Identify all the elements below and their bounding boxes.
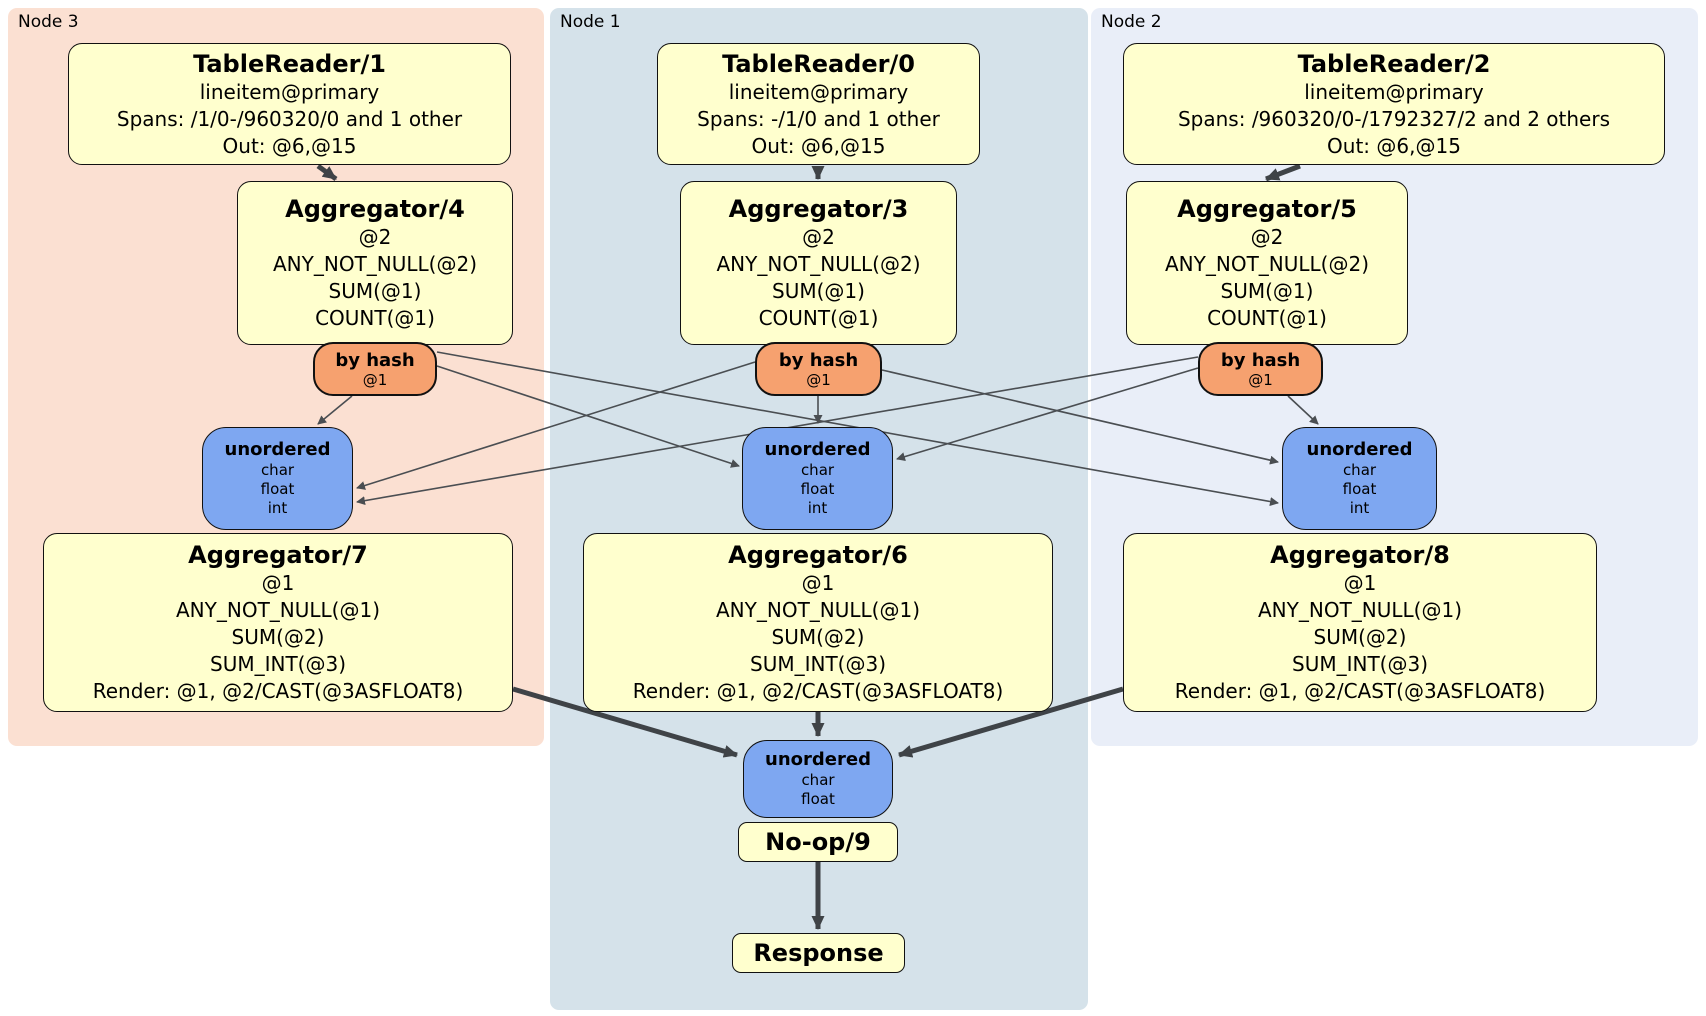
edge-tr1-agg4 <box>316 163 338 182</box>
edge-hash1-sync2 <box>881 369 1279 465</box>
processor-spans: Spans: /1/0-/960320/0 and 1 other <box>116 106 463 131</box>
agg-group-col: @1 <box>801 571 835 595</box>
agg-fn: SUM(@1) <box>772 279 865 303</box>
agg-render: Render: @1, @2/CAST(@3ASFLOAT8) <box>1174 679 1546 703</box>
router-col: @1 <box>362 370 388 389</box>
unordered-sync-node3: unordered char float int <box>202 427 353 530</box>
unordered-sync-node2: unordered char float int <box>1282 427 1437 530</box>
agg-fn: ANY_NOT_NULL(@2) <box>273 252 477 276</box>
processor-out: Out: @6,@15 <box>222 133 357 158</box>
processor-title: Response <box>753 939 884 967</box>
aggregator-4-box: Aggregator/4 @2 ANY_NOT_NULL(@2) SUM(@1)… <box>237 181 513 345</box>
aggregator-3-box: Aggregator/3 @2 ANY_NOT_NULL(@2) SUM(@1)… <box>680 181 957 345</box>
aggregator-7-box: Aggregator/7 @1 ANY_NOT_NULL(@1) SUM(@2)… <box>43 533 513 712</box>
processor-title: TableReader/0 <box>722 49 915 78</box>
agg-fn: COUNT(@1) <box>315 306 435 330</box>
agg-fn: ANY_NOT_NULL(@1) <box>716 598 920 622</box>
sync-stream: float <box>1342 480 1377 498</box>
processor-spans: Spans: /960320/0-/1792327/2 and 2 others <box>1177 106 1610 131</box>
agg-fn: ANY_NOT_NULL(@2) <box>1165 252 1369 276</box>
sync-stream: float <box>801 790 835 808</box>
agg-fn: COUNT(@1) <box>758 306 879 330</box>
agg-group-col: @2 <box>1250 225 1284 249</box>
sync-stream: char <box>800 461 835 479</box>
agg-group-col: @2 <box>802 225 835 249</box>
processor-title: Aggregator/4 <box>285 195 465 223</box>
agg-fn: SUM(@1) <box>1220 279 1314 303</box>
agg-render: Render: @1, @2/CAST(@3ASFLOAT8) <box>632 679 1004 703</box>
sync-title: unordered <box>224 439 331 460</box>
processor-title: Aggregator/5 <box>1177 195 1357 223</box>
agg-fn: COUNT(@1) <box>1207 306 1327 330</box>
hash-router-node1: by hash @1 <box>755 342 882 396</box>
tablereader-2-box: TableReader/2 lineitem@primary Spans: /9… <box>1123 43 1665 165</box>
router-title: by hash <box>778 349 859 371</box>
agg-fn: SUM_INT(@3) <box>1292 652 1428 676</box>
sync-stream: float <box>260 480 295 498</box>
agg-fn: ANY_NOT_NULL(@1) <box>176 598 380 622</box>
processor-spans: Spans: -/1/0 and 1 other <box>697 106 940 131</box>
unordered-sync-node1: unordered char float int <box>742 427 893 530</box>
router-col: @1 <box>1248 370 1273 389</box>
agg-group-col: @2 <box>358 225 392 249</box>
aggregator-5-box: Aggregator/5 @2 ANY_NOT_NULL(@2) SUM(@1)… <box>1126 181 1408 345</box>
sync-title: unordered <box>765 749 871 770</box>
sync-stream: int <box>267 499 288 517</box>
processor-title: TableReader/1 <box>193 49 386 78</box>
sync-stream: char <box>1342 461 1377 479</box>
agg-fn: ANY_NOT_NULL(@1) <box>1258 598 1462 622</box>
sync-stream: int <box>807 499 828 517</box>
processor-out: Out: @6,@15 <box>1327 133 1461 158</box>
agg-group-col: @1 <box>261 571 295 595</box>
agg-fn: SUM(@2) <box>1313 625 1407 649</box>
agg-render: Render: @1, @2/CAST(@3ASFLOAT8) <box>92 679 464 703</box>
edge-hash2-sync2 <box>1287 395 1319 425</box>
response-box: Response <box>732 933 905 973</box>
agg-fn: SUM(@2) <box>771 625 865 649</box>
processor-title: No-op/9 <box>765 828 871 856</box>
processor-index: lineitem@primary <box>1304 79 1484 104</box>
agg-fn: SUM(@1) <box>328 279 422 303</box>
processor-title: TableReader/2 <box>1297 49 1491 78</box>
agg-group-col: @1 <box>1343 571 1377 595</box>
agg-fn: ANY_NOT_NULL(@2) <box>716 252 921 276</box>
agg-fn: SUM_INT(@3) <box>210 652 346 676</box>
agg-fn: SUM_INT(@3) <box>750 652 886 676</box>
edge-agg8-sync-final <box>898 686 1124 758</box>
processor-title: Aggregator/8 <box>1270 541 1450 569</box>
processor-index: lineitem@primary <box>728 79 909 104</box>
processor-index: lineitem@primary <box>199 79 380 104</box>
node-region-label: Node 1 <box>560 12 621 32</box>
sync-title: unordered <box>1306 439 1413 460</box>
edge-agg7-sync-final <box>512 686 738 758</box>
noop-box: No-op/9 <box>738 822 898 862</box>
router-title: by hash <box>335 349 415 371</box>
edge-hash1-sync3 <box>356 361 756 490</box>
edge-hash2-sync1 <box>896 367 1199 461</box>
sync-stream: float <box>800 480 835 498</box>
edge-tr2-agg5 <box>1265 163 1301 182</box>
sync-stream: int <box>1349 499 1370 517</box>
aggregator-6-box: Aggregator/6 @1 ANY_NOT_NULL(@1) SUM(@2)… <box>583 533 1053 712</box>
tablereader-1-box: TableReader/1 lineitem@primary Spans: /1… <box>68 43 511 165</box>
router-col: @1 <box>806 370 831 389</box>
aggregator-8-box: Aggregator/8 @1 ANY_NOT_NULL(@1) SUM(@2)… <box>1123 533 1597 712</box>
processor-out: Out: @6,@15 <box>751 133 886 158</box>
sync-stream: char <box>260 461 295 479</box>
sync-stream: char <box>801 771 835 789</box>
processor-title: Aggregator/7 <box>188 541 368 569</box>
node-region-label: Node 3 <box>18 12 79 32</box>
sync-title: unordered <box>764 439 871 460</box>
edge-hash3-sync1 <box>436 365 740 468</box>
unordered-sync-final: unordered char float <box>743 740 893 818</box>
router-title: by hash <box>1220 349 1301 371</box>
agg-fn: SUM(@2) <box>231 625 325 649</box>
processor-title: Aggregator/6 <box>728 541 908 569</box>
edge-hash3-sync3 <box>317 395 353 425</box>
hash-router-node2: by hash @1 <box>1198 342 1323 396</box>
hash-router-node3: by hash @1 <box>313 342 437 396</box>
node-region-label: Node 2 <box>1101 12 1162 32</box>
tablereader-0-box: TableReader/0 lineitem@primary Spans: -/… <box>657 43 980 165</box>
processor-title: Aggregator/3 <box>728 195 909 223</box>
